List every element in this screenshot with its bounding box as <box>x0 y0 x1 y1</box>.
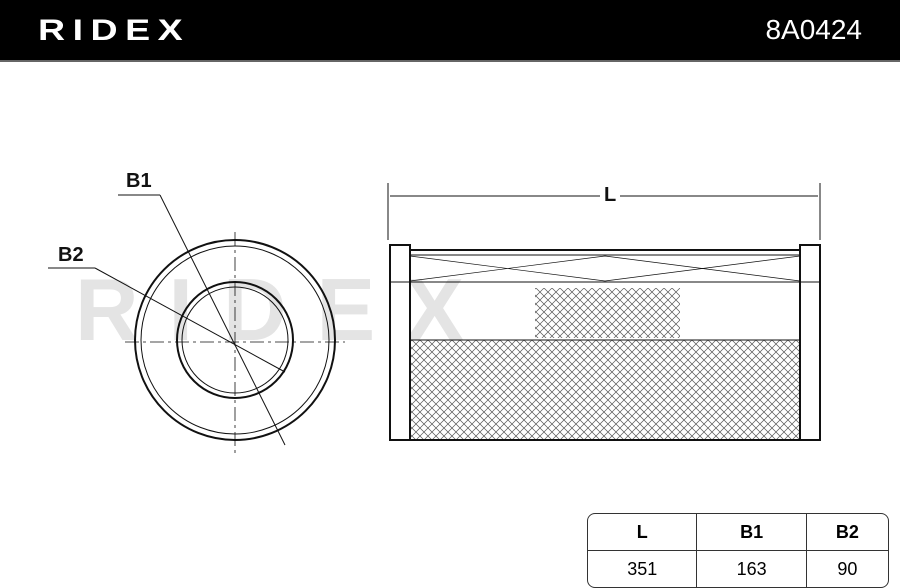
end-view <box>48 194 345 455</box>
brand-logo: RIDEX <box>38 14 191 47</box>
value-b2: 90 <box>837 558 858 579</box>
label-b1: B1 <box>126 170 152 192</box>
label-b2: B2 <box>58 244 84 266</box>
value-l: 351 <box>588 551 698 587</box>
value-b1: 163 <box>697 551 807 587</box>
label-l: L <box>600 184 621 207</box>
header-l: L <box>588 514 698 551</box>
header-b1: B1 <box>697 514 807 551</box>
header-b2: B2 <box>806 514 888 551</box>
part-number: 8A0424 <box>765 14 862 45</box>
dimensions-table: L B1 B2 351 163 90 <box>587 513 889 588</box>
side-view <box>387 183 821 441</box>
header-bar: RIDEX 8A0424 <box>0 0 900 62</box>
